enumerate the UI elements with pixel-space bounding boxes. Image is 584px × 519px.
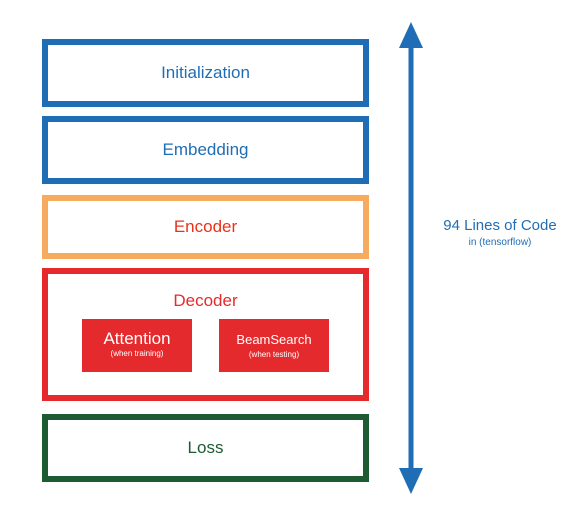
double-arrow-icon bbox=[399, 22, 423, 494]
encoder-label: Encoder bbox=[173, 217, 238, 236]
decoder-layer: Decoder Attention (when training) BeamSe… bbox=[42, 268, 369, 401]
attention-label: Attention bbox=[103, 329, 171, 348]
beamsearch-block: BeamSearch (when testing) bbox=[219, 319, 329, 372]
embedding-layer: Embedding bbox=[42, 116, 369, 184]
embedding-label: Embedding bbox=[162, 140, 249, 159]
attention-note: (when training) bbox=[110, 349, 164, 358]
beamsearch-label: BeamSearch bbox=[236, 332, 312, 347]
loss-layer: Loss bbox=[42, 414, 369, 482]
lines-of-code-label: 94 Lines of Code bbox=[443, 217, 557, 234]
decoder-label: Decoder bbox=[173, 291, 238, 310]
initialization-label: Initialization bbox=[161, 63, 250, 82]
encoder-layer: Encoder bbox=[42, 195, 369, 259]
loss-label: Loss bbox=[187, 438, 224, 457]
framework-label: in (tensorflow) bbox=[468, 237, 532, 248]
beamsearch-note: (when testing) bbox=[248, 350, 300, 359]
attention-block: Attention (when training) bbox=[82, 319, 192, 372]
initialization-layer: Initialization bbox=[42, 39, 369, 107]
